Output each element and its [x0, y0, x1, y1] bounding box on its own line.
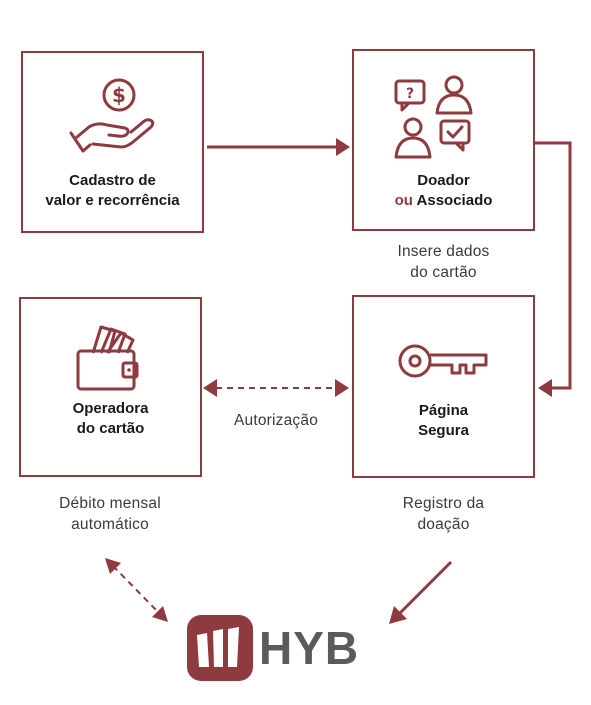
- arrowhead-debito-top: [105, 558, 121, 574]
- arrowhead-debito-bottom: [152, 606, 168, 622]
- node-doador-accent: ou: [394, 192, 413, 209]
- caption-debito-line2: automático: [71, 516, 149, 533]
- arrowhead-operadora: [203, 379, 217, 397]
- node-pagina-label: Página Segura: [418, 401, 469, 441]
- hyb-logo-icon: [187, 615, 253, 681]
- node-operadora-line2: do cartão: [76, 420, 145, 437]
- node-cadastro: $ Cadastro de valor e recorrência: [21, 51, 204, 233]
- key-icon: [398, 344, 487, 378]
- caption-debito-line1: Débito mensal: [59, 495, 161, 512]
- arrow-registro: [397, 560, 453, 616]
- svg-text:$: $: [112, 83, 126, 107]
- arrowhead-pagina-left: [335, 379, 349, 397]
- caption-registro-line2: doação: [417, 516, 470, 533]
- node-cadastro-line2: valor e recorrência: [45, 192, 180, 209]
- node-operadora-label: Operadora do cartão: [73, 399, 149, 439]
- arrowhead-pagina: [538, 379, 552, 397]
- node-pagina-line2: Segura: [418, 422, 469, 439]
- caption-insere-line2: do cartão: [410, 264, 477, 281]
- caption-insere-line1: Insere dados: [397, 243, 490, 260]
- node-pagina-line1: Página: [418, 402, 469, 419]
- caption-autorizacao: Autorização: [233, 412, 319, 429]
- arrow-debito: [112, 565, 161, 615]
- money-hand-icon: $: [69, 78, 154, 153]
- node-doador-line1: Doador: [417, 172, 470, 189]
- node-pagina-segura: Página Segura: [352, 295, 535, 478]
- caption-debito: Débito mensal automático: [10, 493, 210, 535]
- caption-registro-line1: Registro da: [402, 495, 485, 512]
- arrowhead-registro: [389, 606, 407, 624]
- people-chat-icon: ?: [394, 75, 472, 159]
- svg-text:?: ?: [405, 86, 413, 102]
- node-doador: ? Doador ou Associado: [352, 49, 535, 231]
- node-doador-line2-rest: Associado: [412, 192, 493, 209]
- node-operadora: Operadora do cartão: [19, 297, 202, 477]
- node-operadora-line1: Operadora: [72, 400, 149, 417]
- node-doador-label: Doador ou Associado: [395, 171, 493, 211]
- node-doador-line2: ou Associado: [395, 191, 493, 211]
- hyb-wordmark: HYB: [259, 622, 360, 674]
- node-cadastro-line1: Cadastro de: [69, 172, 156, 189]
- arrow-doador-to-pagina: [534, 141, 572, 390]
- wallet-cards-icon: [76, 325, 138, 391]
- arrowhead-doador: [336, 138, 350, 156]
- node-cadastro-label: Cadastro de valor e recorrência: [45, 171, 179, 211]
- caption-registro: Registro da doação: [352, 493, 535, 535]
- caption-insere-dados: Insere dados do cartão: [352, 241, 535, 283]
